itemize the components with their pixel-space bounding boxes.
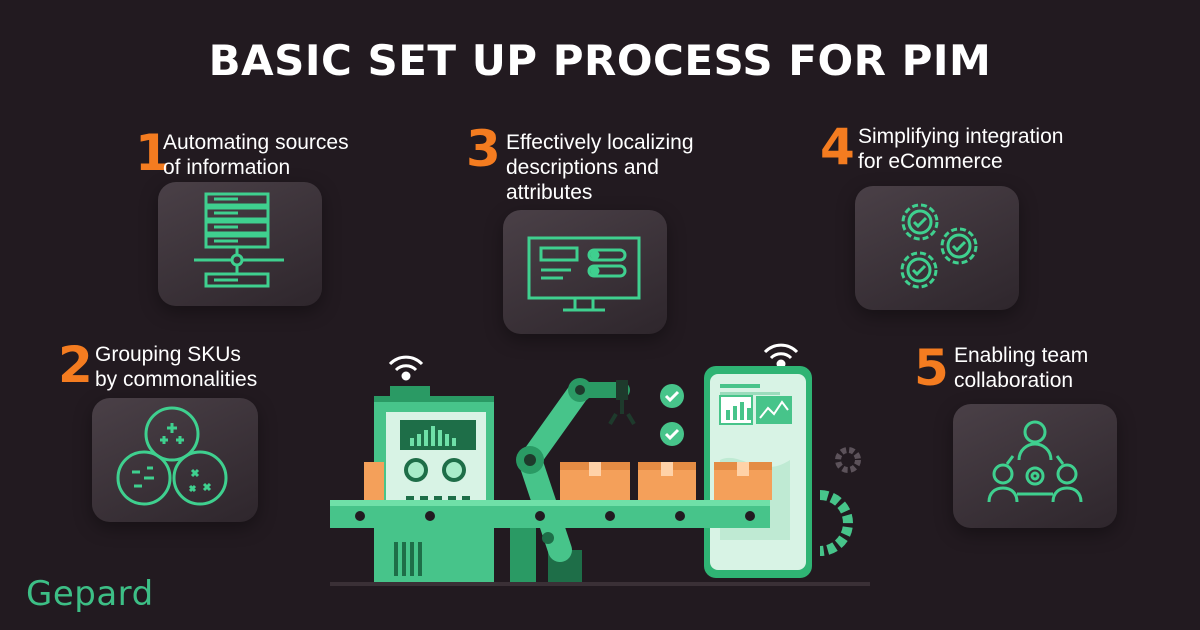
server-network-icon <box>194 192 284 288</box>
machine-icon <box>374 386 494 586</box>
step-number: 3 <box>466 120 501 178</box>
step-4-icon-card <box>855 186 1019 310</box>
step-label: Automating sources of information <box>163 131 349 179</box>
step-3-icon-card <box>503 210 667 334</box>
step-label: Grouping SKUs by commonalities <box>95 343 258 391</box>
wifi-icon <box>763 343 799 369</box>
step-label: Enabling team collaboration <box>954 344 1089 392</box>
package-box <box>638 462 696 500</box>
package-box <box>364 462 384 500</box>
conveyor-belt <box>330 500 870 586</box>
step-2-icon-card <box>92 398 258 522</box>
gepard-logo: Gepard <box>26 574 154 614</box>
factory-conveyor-illustration <box>330 343 870 586</box>
step-5-icon-card <box>953 404 1117 528</box>
gear-icon <box>835 447 861 473</box>
gears-check-icon <box>900 203 978 289</box>
monitor-settings-icon <box>527 236 641 312</box>
check-icon <box>660 422 684 446</box>
step-number: 1 <box>135 124 170 182</box>
gear-icon <box>819 490 853 556</box>
page-title: BASIC SET UP PROCESS FOR PIM <box>208 36 992 85</box>
step-number: 4 <box>820 118 855 176</box>
step-1-icon-card <box>158 182 322 306</box>
step-number: 2 <box>58 336 93 394</box>
step-number: 5 <box>914 339 949 397</box>
team-collaboration-icon <box>987 420 1083 503</box>
package-box <box>560 462 630 500</box>
grouped-circles-icon <box>116 406 228 506</box>
wifi-icon <box>388 355 424 381</box>
step-label: Simplifying integration for eCommerce <box>858 125 1064 173</box>
check-icon <box>660 384 684 408</box>
step-label: Effectively localizing descriptions and … <box>506 131 694 204</box>
package-box <box>714 462 772 500</box>
